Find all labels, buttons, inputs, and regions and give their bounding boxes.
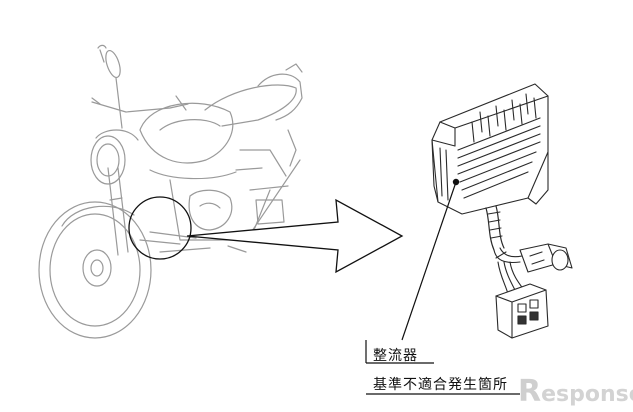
focus-circle [128, 196, 192, 260]
callout-arrow [186, 198, 404, 274]
defect-location-label: 基準不適合発生箇所 [373, 377, 508, 393]
swingarm [249, 159, 301, 235]
regulator-rectifier-illustration [431, 83, 573, 339]
engine-block [139, 149, 289, 253]
tail [257, 73, 303, 121]
mirrors [97, 44, 123, 129]
watermark-text: esponse. [541, 382, 633, 407]
response-watermark: Response. [518, 374, 633, 409]
front-fork [107, 167, 129, 256]
handlebar [91, 95, 189, 113]
front-wheel [38, 201, 152, 339]
seat [204, 84, 297, 127]
watermark-logo-letter: R [518, 374, 542, 409]
leader-line [401, 181, 457, 341]
fuel-tank [139, 102, 234, 164]
front-fender [61, 205, 135, 227]
part-name-label: 整流器 [373, 348, 418, 364]
motorcycle-illustration [38, 44, 303, 339]
headlight [90, 129, 139, 185]
